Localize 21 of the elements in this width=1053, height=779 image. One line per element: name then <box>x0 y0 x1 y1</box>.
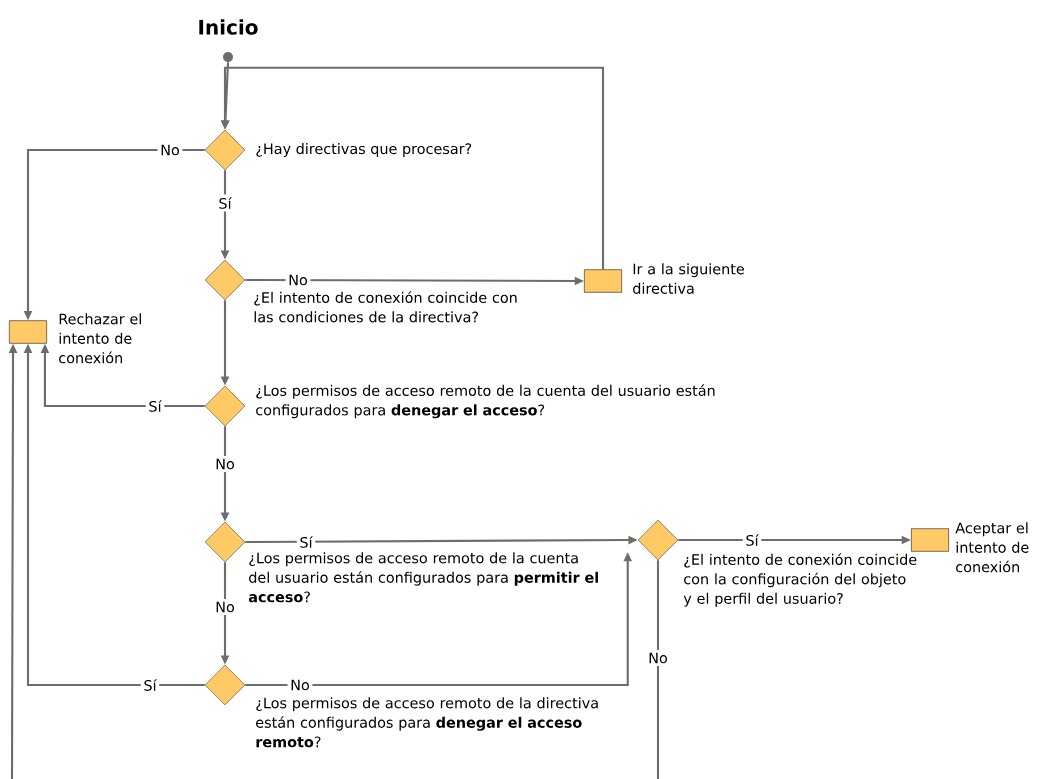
box-label: Ir a la siguiente directiva <box>633 263 744 294</box>
edge-label: Sí <box>742 531 762 549</box>
question-text: ¿Los permisos de acceso remoto de la cuenta del usuario están configurados para denegar el acceso? <box>256 384 715 419</box>
edge-label: No <box>212 599 238 615</box>
edge-label: No <box>285 272 311 288</box>
question-text: ¿El intento de conexión coincide con la configuración del objeto y el perfil del usuario? <box>683 553 917 607</box>
start-label: Inicio <box>199 19 258 35</box>
edge-label: Sí <box>296 533 316 551</box>
question-text: ¿El intento de conexión coincide con las condiciones de la directiva? <box>254 291 517 323</box>
question-text: ¿Los permisos de acceso remoto de la cuenta del usuario están configurados para permitir el acceso? <box>248 552 598 603</box>
edge-label: No <box>287 677 313 694</box>
box-label: Rechazar el intento de conexión <box>59 313 141 364</box>
edge-label: No <box>157 142 183 158</box>
edge-label: No <box>645 650 671 667</box>
edge-label: No <box>212 456 238 473</box>
question-text: ¿Los permisos de acceso remoto de la directiva están configurados para denegar el acceso remoto? <box>256 697 598 748</box>
edge-label: Sí <box>215 194 235 212</box>
question-text: ¿Hay directivas que procesar? <box>256 143 472 157</box>
edge-label: Sí <box>140 676 160 694</box>
edge-label: Sí <box>145 397 165 415</box>
box-label: Aceptar el intento de conexión <box>955 522 1029 573</box>
